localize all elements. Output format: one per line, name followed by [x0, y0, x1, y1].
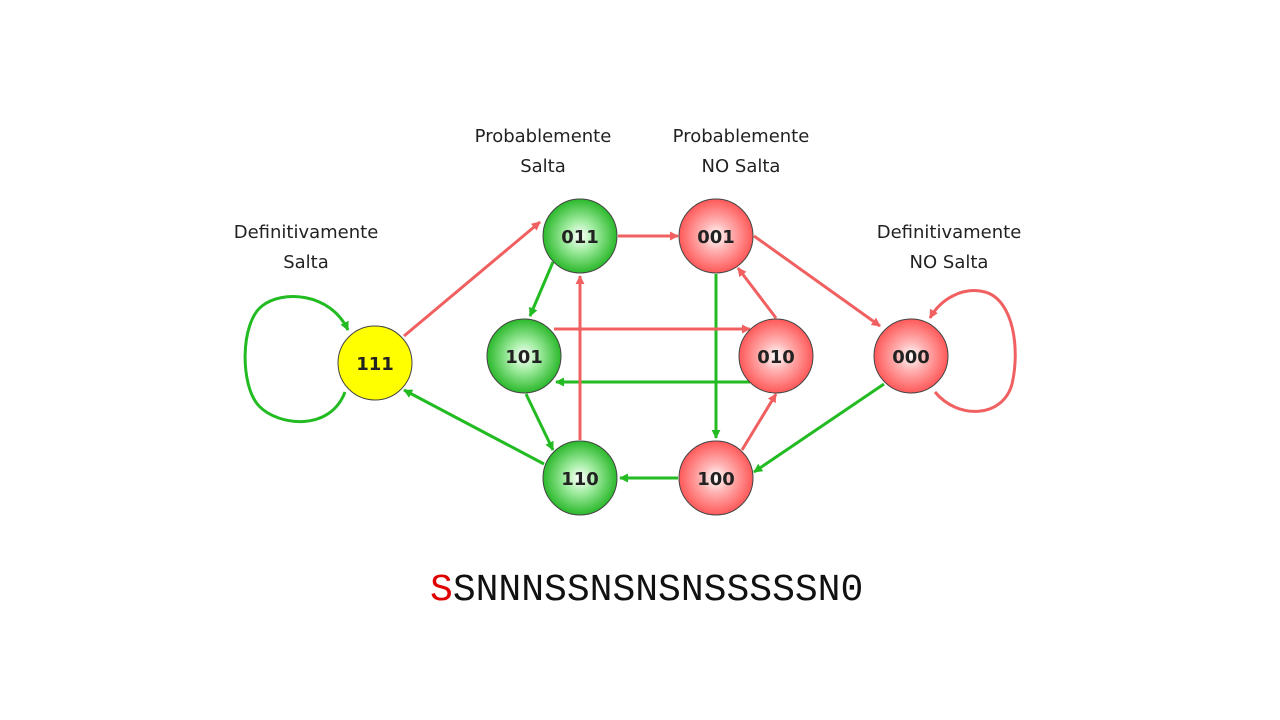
- state-010: 010: [738, 318, 814, 394]
- edge-001-000-n: [753, 234, 881, 328]
- state-001: 001: [678, 198, 754, 274]
- edge-010-001-n: [736, 267, 778, 319]
- edge-011-101-s: [528, 261, 555, 317]
- state-label-110: 110: [561, 469, 599, 490]
- caption-weak-taken-line1: Probablemente: [475, 126, 612, 147]
- caption-strong-not-taken-line1: Definitivamente: [877, 222, 1022, 243]
- state-011: 011: [542, 198, 618, 274]
- sequence-current-char: S: [430, 569, 453, 612]
- branch-sequence: SSNNNSSNSNSNSSSSSN0: [430, 568, 910, 614]
- edge-111-011-n: [403, 220, 541, 338]
- state-label-111: 111: [356, 354, 394, 375]
- state-label-000: 000: [892, 347, 930, 368]
- edge-101-110-s: [524, 393, 555, 451]
- state-label-101: 101: [505, 347, 543, 368]
- sequence-remaining: SNNNSSNSNSNSSSSSN: [452, 569, 841, 612]
- state-111: 111: [337, 325, 413, 401]
- state-label-010: 010: [757, 347, 795, 368]
- transition-arrows: [243, 220, 1017, 483]
- caption-weak-not-taken-line1: Probablemente: [673, 126, 810, 147]
- state-110: 110: [542, 440, 618, 516]
- edge-100-010-n: [740, 393, 778, 451]
- edge-000-100-s: [753, 382, 885, 474]
- caption-strong-taken-line2: Salta: [283, 252, 329, 273]
- state-000: 000: [873, 318, 949, 394]
- edge-111-111-s: [243, 295, 350, 423]
- state-label-001: 001: [697, 227, 735, 248]
- caption-strong-taken-line1: Definitivamente: [234, 222, 379, 243]
- caption-weak-not-taken-line2: NO Salta: [702, 156, 781, 177]
- caption-strong-not-taken-line2: NO Salta: [910, 252, 989, 273]
- state-101: 101: [486, 318, 562, 394]
- edge-110-111-s: [403, 388, 545, 466]
- caption-weak-taken-line2: Salta: [520, 156, 566, 177]
- sequence-counter: 0: [840, 569, 864, 612]
- state-label-011: 011: [561, 227, 599, 248]
- state-label-100: 100: [697, 469, 735, 490]
- state-100: 100: [678, 440, 754, 516]
- edge-000-000-n: [928, 289, 1017, 413]
